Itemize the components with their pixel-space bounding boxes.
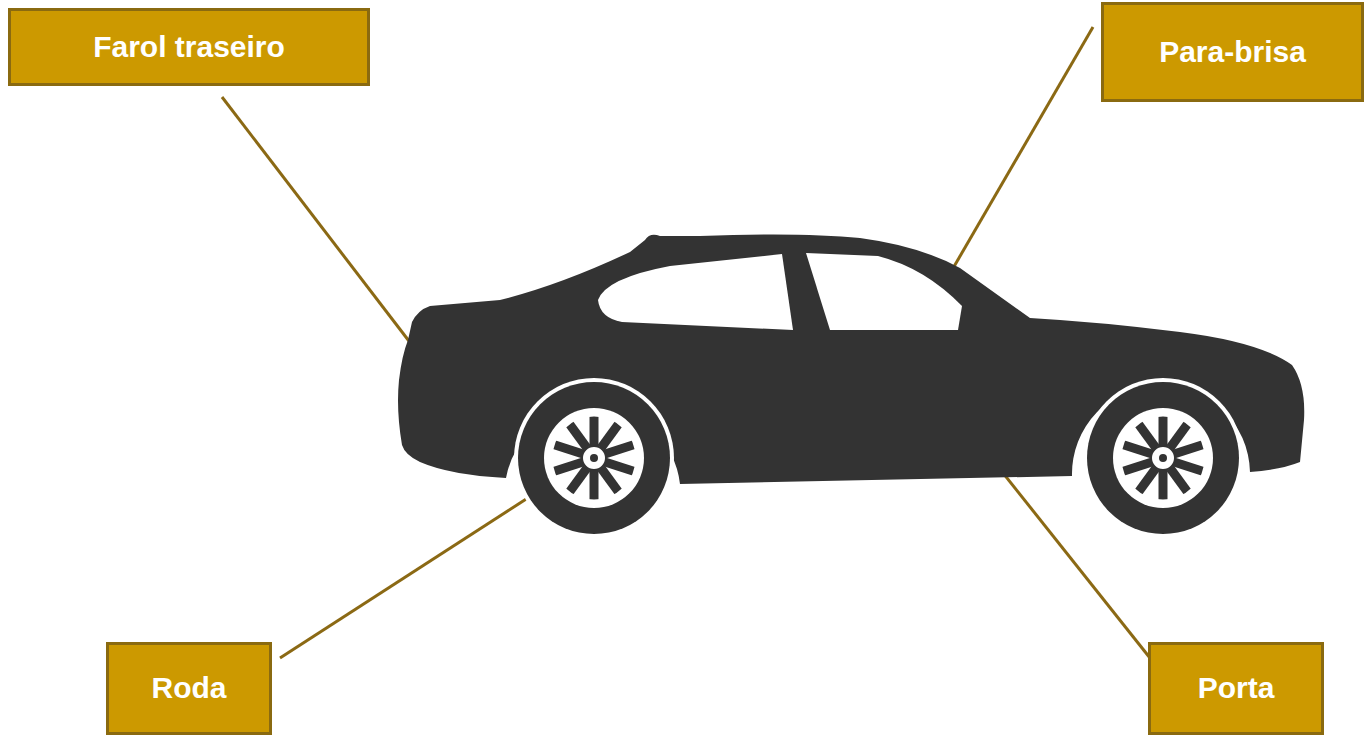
part-name: Farol traseiro [93,30,285,65]
tire [518,382,670,534]
callout-box: Porta [1148,642,1324,735]
front-window [806,253,962,330]
rim [1113,408,1213,508]
callout-box: Para-brisa [1101,2,1364,102]
rear-wheel [514,378,674,538]
wheel-gap [1083,378,1243,538]
hub [1151,446,1175,470]
part-name: Porta [1198,671,1275,706]
rear-window [598,254,793,330]
leader-line [952,27,1093,270]
wheel-gap [514,378,674,538]
front-wheel [1083,378,1243,538]
hub [582,446,606,470]
leader-line [222,97,412,345]
rim [544,408,644,508]
callout-box: Roda [106,642,272,735]
part-name: Para-brisa [1159,35,1306,70]
part-name: Roda [152,671,227,706]
callout-box: Farol traseiro [8,8,370,86]
tire [1087,382,1239,534]
leader-line [280,472,568,658]
